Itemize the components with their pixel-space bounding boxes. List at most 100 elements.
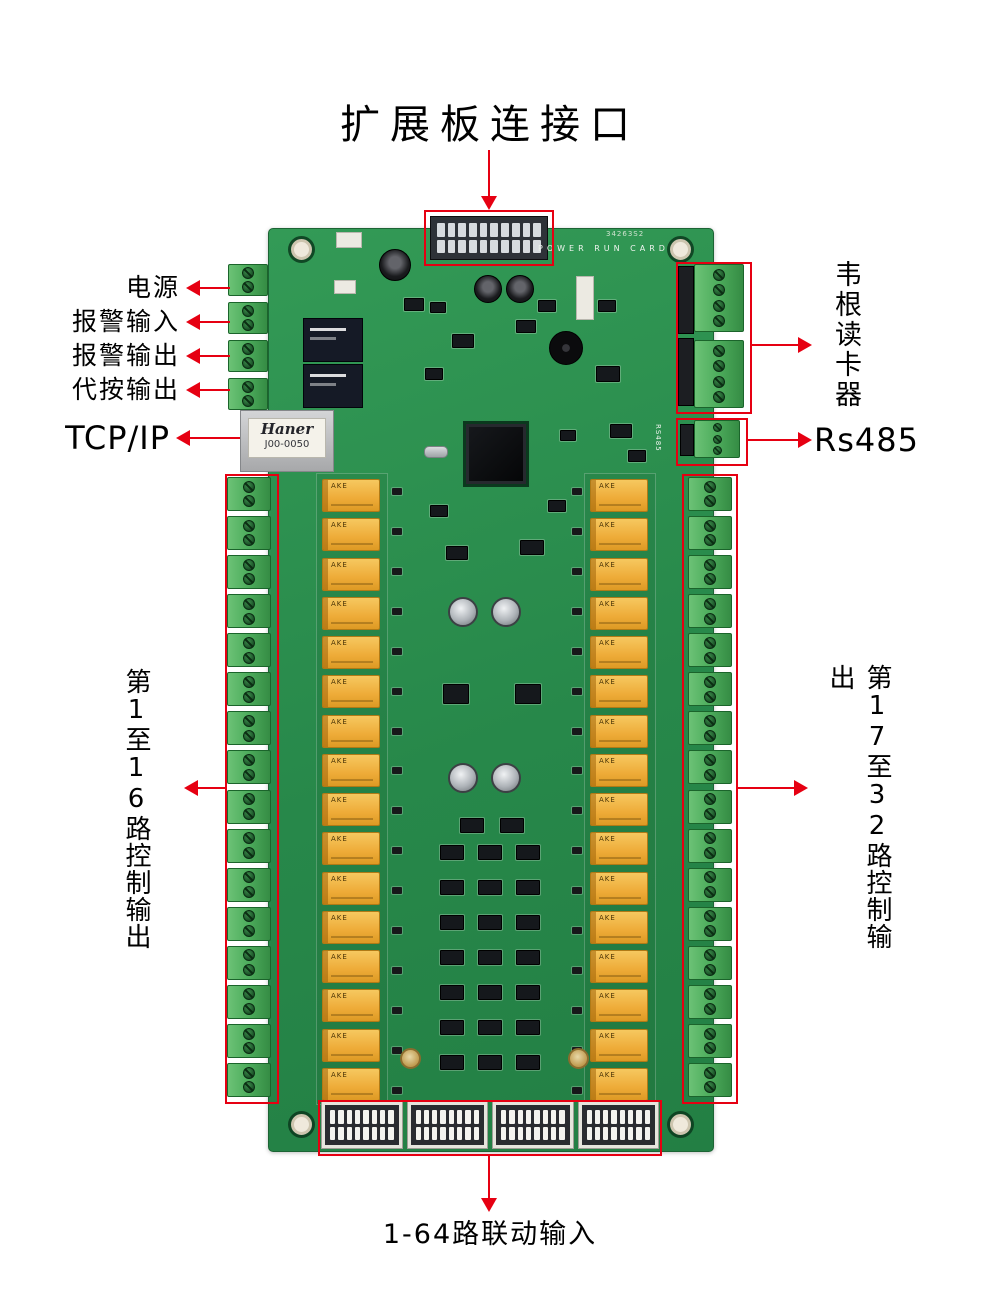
relay-brand-text: AKE: [599, 1031, 616, 1040]
capacitor: [448, 763, 478, 793]
ic-chip: [478, 915, 502, 930]
silkscreen-serial-text: 34263S2: [606, 230, 645, 238]
electrolytic-capacitor: [379, 249, 411, 281]
power-relay: [303, 364, 363, 408]
ic-chip: [628, 450, 646, 462]
relay-brand-text: AKE: [331, 678, 348, 687]
terminal-block: [688, 984, 732, 1019]
connector-pin: [458, 223, 467, 237]
terminal-screw: [242, 395, 254, 407]
ic-chip: [516, 845, 540, 860]
relay: AKE: [590, 910, 648, 944]
terminal-screw: [704, 1003, 716, 1016]
connector-pin: [448, 1110, 455, 1124]
relay: AKE: [590, 518, 648, 552]
ic-chip: [440, 950, 464, 965]
connector-pin: [611, 1110, 617, 1124]
terminal-screw: [704, 885, 716, 898]
relay: AKE: [590, 479, 648, 512]
transistor: [392, 967, 402, 975]
transistor: [392, 607, 402, 615]
terminal-screw: [242, 343, 254, 355]
white-connector: [336, 232, 362, 248]
transistor: [392, 767, 402, 775]
terminal-block: [688, 789, 732, 824]
connector-pin: [432, 1126, 438, 1140]
terminal-block: [227, 984, 271, 1019]
terminal-screw: [243, 885, 255, 898]
connector-pin: [371, 1126, 377, 1140]
ic-chip: [516, 320, 536, 333]
transistor: [392, 1046, 402, 1054]
terminal-screw: [242, 281, 254, 293]
terminal-screw: [243, 910, 255, 923]
terminal-screw: [704, 846, 716, 859]
terminal-screw: [704, 1066, 716, 1079]
transistor: [392, 687, 402, 695]
terminal-block: [227, 828, 271, 863]
annotation-line: [200, 287, 230, 289]
terminal-screw: [242, 267, 254, 279]
arrow-down-icon: [481, 196, 497, 210]
transistor: [572, 767, 582, 775]
relay: AKE: [322, 518, 380, 552]
terminal-block: [688, 711, 732, 746]
relay-brand-text: AKE: [599, 953, 616, 962]
wiegand-header: [678, 266, 694, 334]
ic-chip: [516, 1055, 540, 1070]
output-terminals-left: [227, 477, 271, 1097]
transistor: [572, 967, 582, 975]
terminal-block: [227, 1023, 271, 1058]
connector-pin: [559, 1110, 565, 1124]
transistor: [392, 527, 402, 535]
connector-pin: [447, 239, 456, 253]
terminal-screw: [243, 675, 255, 688]
relay-brand-text: AKE: [331, 1070, 348, 1079]
wiegand-header: [678, 338, 694, 406]
connector-pin: [469, 239, 477, 253]
relay-brand-text: AKE: [331, 874, 348, 883]
ic-chip: [440, 1020, 464, 1035]
terminal-screw: [713, 344, 725, 357]
relay-brand-text: AKE: [599, 835, 616, 844]
terminal-screw: [243, 846, 255, 859]
connector-pin: [501, 239, 509, 253]
terminal-screw: [704, 988, 716, 1001]
relay: AKE: [322, 753, 380, 787]
transistor: [392, 488, 402, 495]
terminal-screw: [704, 964, 716, 977]
ethernet-jack: Haner J00-0050: [240, 410, 334, 472]
terminal-screw: [704, 558, 716, 571]
dip-component: [334, 280, 356, 294]
relay: AKE: [322, 675, 380, 709]
relay-brand-text: AKE: [331, 482, 348, 490]
terminal-screw: [242, 319, 254, 331]
relay-brand-text: AKE: [331, 796, 348, 805]
terminal-screw: [243, 768, 255, 781]
transistor: [572, 567, 582, 575]
connector-pin: [432, 1110, 438, 1124]
relay: AKE: [590, 871, 648, 905]
annotation-line: [488, 150, 490, 198]
terminal-block: [227, 711, 271, 746]
annotation-box-expansion: [424, 210, 554, 266]
transistor: [392, 1086, 402, 1094]
capacitor: [491, 597, 521, 627]
expansion-connector: [430, 216, 548, 260]
ic-chip: [538, 300, 556, 312]
label-tcpip: TCP/IP: [65, 419, 170, 457]
terminal-screw: [243, 832, 255, 845]
connector-pin: [534, 1110, 540, 1124]
relay-brand-text: AKE: [599, 992, 616, 1001]
arrow-left-icon: [184, 780, 198, 796]
connector-pin: [379, 1126, 386, 1140]
relay-brand-text: AKE: [331, 560, 348, 569]
connector-pin: [594, 1110, 601, 1124]
ic-chip: [446, 546, 468, 560]
connector-pin: [517, 1126, 523, 1140]
terminal-block: [694, 340, 744, 408]
relay: AKE: [322, 793, 380, 827]
arrow-left-icon: [186, 280, 200, 296]
terminal-screw: [704, 636, 716, 649]
ic-chip: [515, 684, 541, 704]
